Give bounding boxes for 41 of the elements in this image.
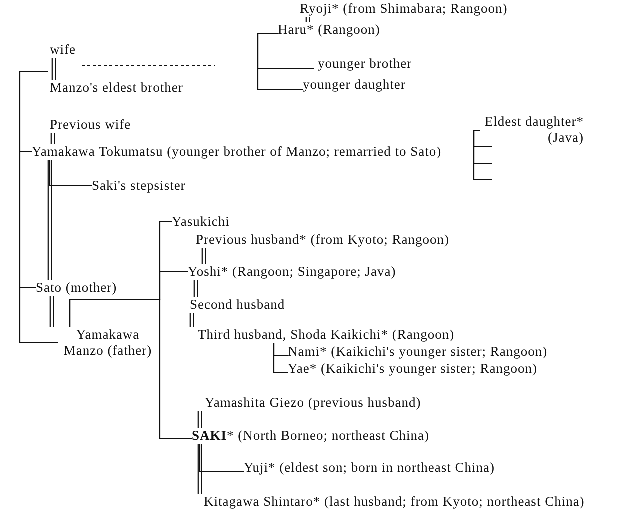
family-member-label: younger brother: [318, 56, 412, 72]
family-member-label: Third husband, Shoda Kaikichi* (Rangoon): [198, 327, 455, 343]
connector-line: [48, 159, 52, 281]
family-member-label: Yoshi* (Rangoon; Singapore; Java): [188, 264, 396, 280]
connector-line: [257, 33, 303, 91]
connector-line: [69, 299, 192, 440]
family-member-label: Second husband: [190, 297, 286, 313]
family-member-label: Yamakawa Manzo (father): [56, 327, 160, 359]
family-member-label: Ryoji* (from Shimabara; Rangoon): [300, 1, 508, 17]
connector-line: [306, 16, 310, 23]
connector-line: [50, 295, 54, 328]
family-member-label: Previous wife: [50, 117, 132, 133]
connector-line: [19, 71, 48, 153]
connector-line: [202, 247, 206, 265]
family-member-label: Yasukichi: [172, 214, 230, 230]
connector-line: [49, 160, 92, 187]
family-member-label: Manzo's eldest brother: [50, 80, 184, 96]
family-member-label: Saki's stepsister: [92, 178, 186, 194]
family-member-label: Yamashita Giezo (previous husband): [205, 395, 422, 411]
family-member-label: Eldest daughter* (Java): [480, 114, 584, 146]
connector-line: [473, 130, 492, 181]
connector-line: [190, 312, 194, 328]
family-member-label: younger daughter: [303, 77, 406, 93]
connector-line: [199, 444, 244, 473]
connector-line: [198, 410, 202, 429]
family-member-label: Yamakawa Tokumatsu (younger brother of Manzo; remarried to Sato): [32, 144, 442, 160]
connector-line: [198, 443, 202, 495]
family-member-label: wife: [50, 42, 76, 58]
connector-line: [50, 132, 56, 145]
family-member-label: Previous husband* (from Kyoto; Rangoon): [196, 232, 450, 248]
connector-line: [194, 279, 198, 298]
connector-line: [273, 343, 288, 374]
family-member-label: Haru* (Rangoon): [278, 22, 380, 38]
connector-line: [52, 57, 56, 81]
family-member-label: Yae* (Kaikichi's younger sister; Rangoon): [288, 361, 538, 377]
family-member-label: Nami* (Kaikichi's younger sister; Rangoon): [288, 344, 548, 360]
family-member-label: Yuji* (eldest son; born in northeast China): [244, 460, 495, 476]
family-member-label: Kitagawa Shintaro* (last husband; from Kyoto; northeast China): [204, 494, 585, 510]
connector-line: [19, 287, 58, 344]
family-member-label: SAKI* (North Borneo; northeast China): [192, 428, 430, 444]
family-member-label: Sato (mother): [36, 280, 118, 296]
